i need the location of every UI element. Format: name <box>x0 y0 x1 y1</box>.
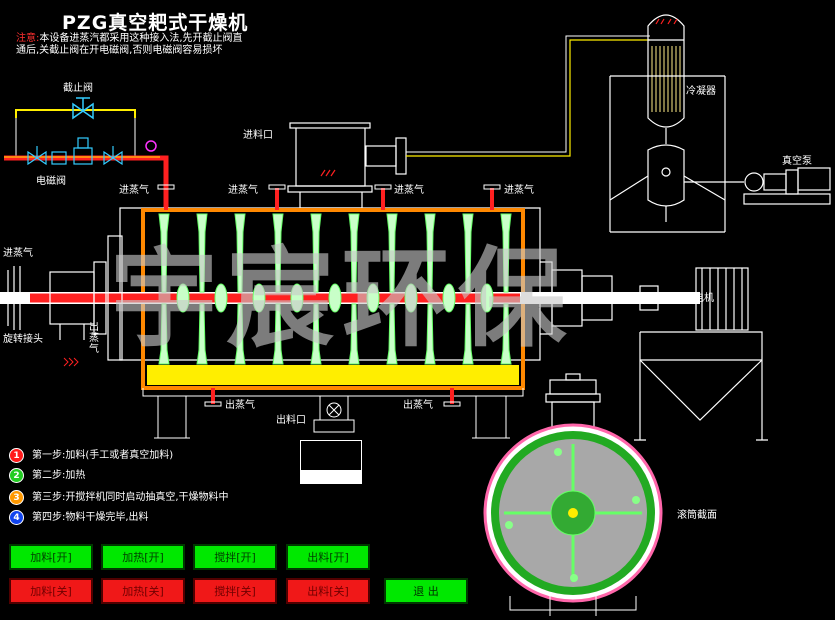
discharge-off-button[interactable]: 出料[关] <box>286 578 370 604</box>
note-line-1: 本设备进蒸汽都采用这种接入法,先开截止阀直 <box>39 33 243 44</box>
feed-on-button[interactable]: 加料[开] <box>9 544 93 570</box>
step-3-badge: 3 <box>9 490 24 505</box>
feed-off-button[interactable]: 加料[关] <box>9 578 93 604</box>
step-2-text: 第二步:加热 <box>32 470 86 481</box>
discharge-on-button[interactable]: 出料[开] <box>286 544 370 570</box>
step-2: 2 第二步:加热 <box>9 468 192 483</box>
label-stop-valve: 截止阀 <box>63 83 93 94</box>
dryer-shell <box>0 184 700 439</box>
step-1: 1 第一步:加料(手工或者真空加料) <box>9 448 192 463</box>
rake-arm-top <box>310 213 322 293</box>
rake-arm-bottom <box>158 303 170 365</box>
rake-arm-bottom <box>462 303 474 365</box>
step-4-text: 第四步:物料干燥完毕,出料 <box>32 512 149 523</box>
rake-hub <box>366 283 380 313</box>
drum-cross-section <box>483 423 663 616</box>
label-condenser: 冷凝器 <box>686 86 716 97</box>
solenoid-valve-icon <box>27 137 123 166</box>
rake-arm-top <box>158 213 170 293</box>
note-label: 注意: <box>16 33 40 44</box>
operation-note: 注意:本设备进蒸汽都采用这种接入法,先开截止阀直 通后,关截止阀在开电磁阀,否则… <box>16 33 306 57</box>
discharge-valve-icon <box>326 402 342 418</box>
label-steam-in-1: 进蒸气 <box>119 185 149 196</box>
receiver-tank <box>545 373 601 429</box>
rake-arm-bottom <box>386 303 398 365</box>
page-title: PZG真空耙式干燥机 <box>62 12 249 34</box>
label-drum-section: 滚筒截面 <box>677 510 717 521</box>
rake-arm-top <box>500 213 512 293</box>
exit-button[interactable]: 退 出 <box>384 578 468 604</box>
rake-arms <box>158 213 512 365</box>
rake-arm-top <box>196 213 208 293</box>
label-rotary-joint: 旋转接头 <box>3 334 43 345</box>
label-discharge: 出料口 <box>276 415 306 426</box>
rake-hub <box>252 283 266 313</box>
rake-arm-top <box>348 213 360 293</box>
heat-off-button[interactable]: 加热[关] <box>101 578 185 604</box>
rake-hub <box>480 283 494 313</box>
rake-arm-top <box>386 213 398 293</box>
step-2-badge: 2 <box>9 468 24 483</box>
stop-valve-icon <box>72 97 94 120</box>
step-4: 4 第四步:物料干燥完毕,出料 <box>9 510 192 525</box>
heat-on-button[interactable]: 加热[开] <box>101 544 185 570</box>
label-vacuum-pump: 真空泵 <box>782 156 812 167</box>
step-1-text: 第一步:加料(手工或者真空加料) <box>32 450 174 461</box>
stir-off-button[interactable]: 搅拌[关] <box>193 578 277 604</box>
rake-arm-top <box>424 213 436 293</box>
rake-arm-top <box>272 213 284 293</box>
reducer-motor <box>634 267 768 441</box>
label-steam-in-2: 进蒸气 <box>228 185 258 196</box>
rake-arm-bottom <box>196 303 208 365</box>
vacuum-pump <box>684 167 831 205</box>
material-level-indicator <box>300 440 362 484</box>
label-steam-in-3: 进蒸气 <box>394 185 424 196</box>
rake-arm-bottom <box>500 303 512 365</box>
pressure-gauge-icon <box>145 140 157 152</box>
stir-on-button[interactable]: 搅拌[开] <box>193 544 277 570</box>
step-1-badge: 1 <box>9 448 24 463</box>
rake-hub <box>176 283 190 313</box>
rake-arm-bottom <box>348 303 360 365</box>
rake-arm-bottom <box>234 303 246 365</box>
label-solenoid-valve: 电磁阀 <box>36 176 66 187</box>
label-steam-out-side: 出蒸气 <box>89 322 99 355</box>
rake-hub <box>290 283 304 313</box>
label-steam-out-1: 出蒸气 <box>225 400 255 411</box>
label-steam-out-2: 出蒸气 <box>403 400 433 411</box>
note-line-2: 通后,关截止阀在开电磁阀,否则电磁阀容易损坏 <box>16 45 223 56</box>
step-3: 3 第三步:开搅拌机同时启动抽真空,干燥物料中 <box>9 490 292 505</box>
rake-arm-bottom <box>310 303 322 365</box>
step-4-badge: 4 <box>9 510 24 525</box>
label-steam-in-4: 进蒸气 <box>504 185 534 196</box>
watermark: 宇宸环保 <box>110 237 575 362</box>
rake-arm-bottom <box>424 303 436 365</box>
rake-arm-top <box>234 213 246 293</box>
label-steam-in-left: 进蒸气 <box>3 248 33 259</box>
label-reducer-motor: 减速电机 <box>674 293 714 304</box>
condenser <box>609 14 726 233</box>
rake-arm-bottom <box>272 303 284 365</box>
rake-hub <box>328 283 342 313</box>
material-level-fill <box>301 469 361 483</box>
rake-arm-top <box>462 213 474 293</box>
rake-hub <box>404 283 418 313</box>
step-3-text: 第三步:开搅拌机同时启动抽真空,干燥物料中 <box>32 492 229 503</box>
rake-hub <box>442 283 456 313</box>
rake-hub <box>214 283 228 313</box>
label-feed-inlet: 进料口 <box>243 130 273 141</box>
feed-hopper <box>287 122 407 209</box>
